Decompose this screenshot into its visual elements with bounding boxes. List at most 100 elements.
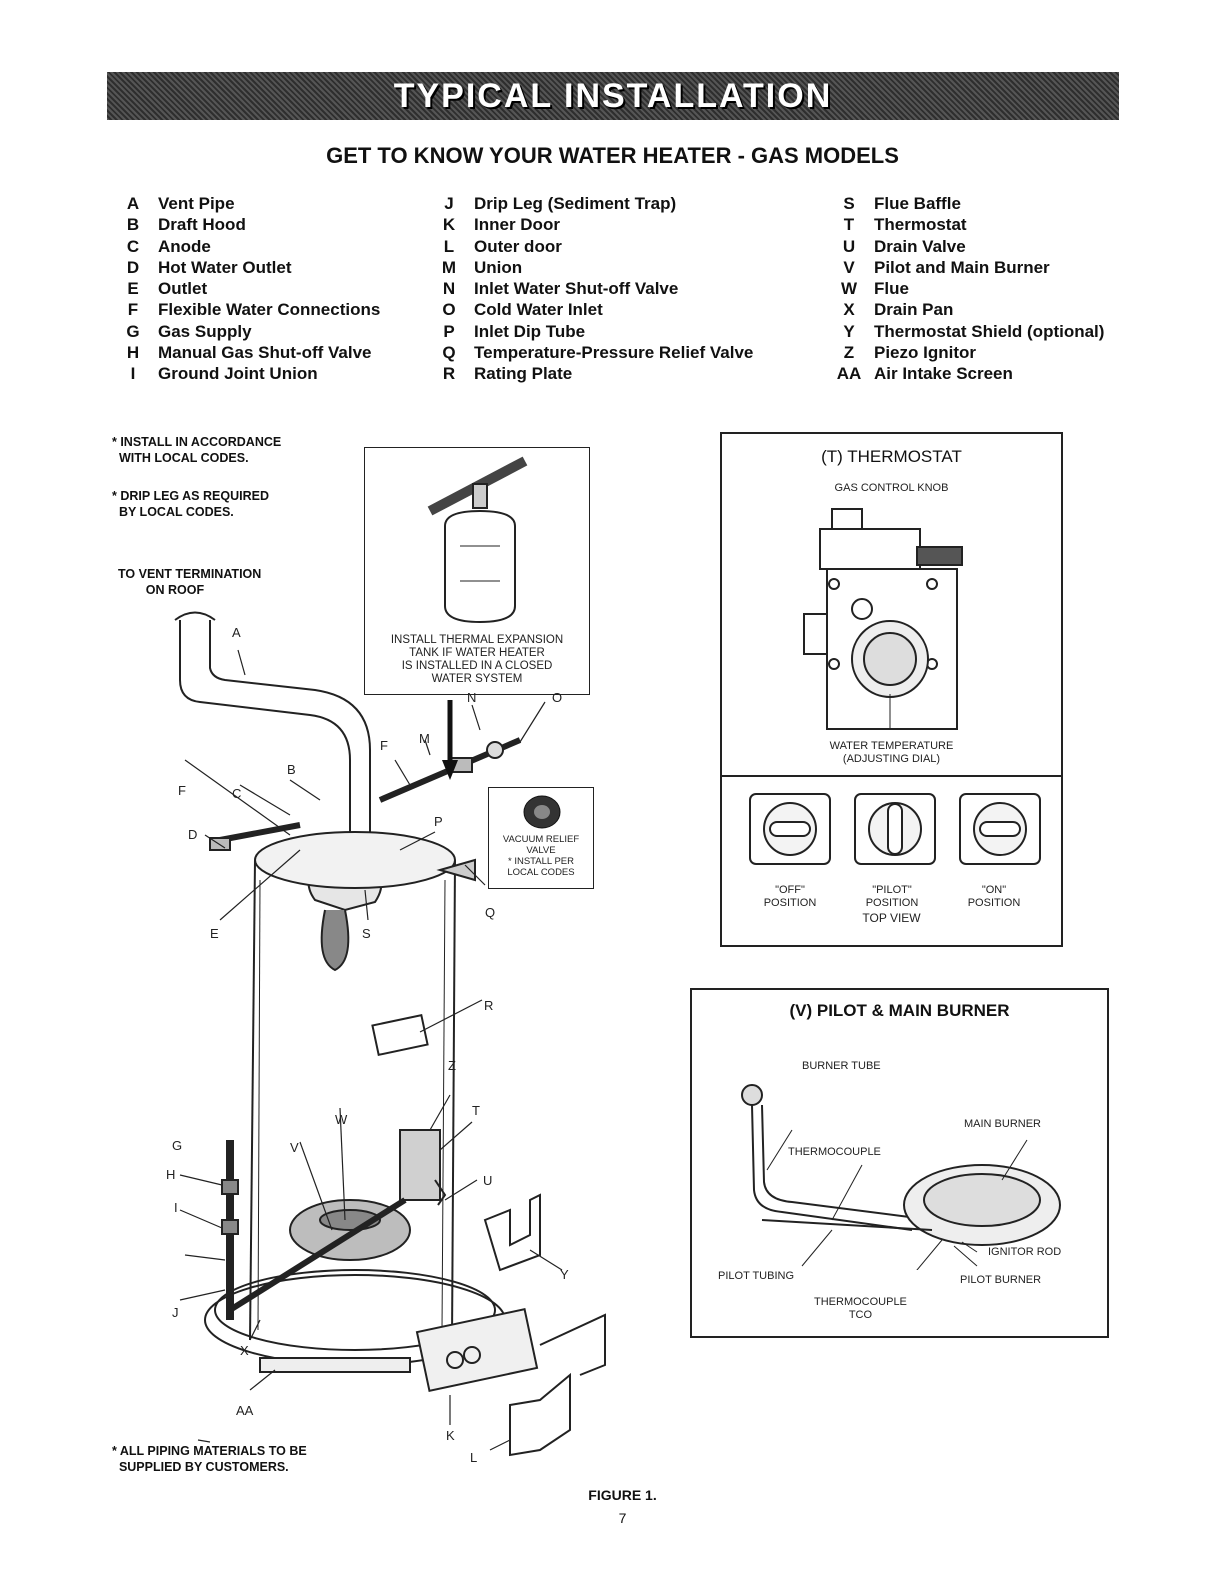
label-f-left: F	[178, 783, 186, 798]
legend-label: Temperature-Pressure Relief Valve	[474, 343, 754, 363]
legend-label: Vent Pipe	[158, 194, 235, 213]
legend-label: Manual Gas Shut-off Valve	[158, 343, 372, 363]
legend-label: Inlet Water Shut-off Valve	[474, 279, 679, 299]
legend-item: E Outlet	[120, 278, 380, 299]
legend-key: G	[126, 321, 140, 341]
legend-key: W	[840, 279, 858, 299]
label-k: K	[446, 1428, 455, 1443]
legend-key: F	[127, 300, 139, 320]
legend-key: T	[843, 215, 855, 235]
legend-item: M Union	[436, 257, 753, 278]
burner-tube-label: BURNER TUBE	[802, 1060, 881, 1072]
pilot-burner-title: (V) PILOT & MAIN BURNER	[789, 1001, 1010, 1020]
label-q: Q	[485, 905, 496, 920]
thermocouple-label: THERMOCOUPLE	[788, 1146, 881, 1158]
label-g: G	[172, 1138, 183, 1153]
legend-label: Flexible Water Connections	[158, 300, 381, 320]
label-d: D	[188, 827, 198, 842]
legend-label: Anode	[158, 236, 211, 256]
figure-caption: FIGURE 1.	[588, 1487, 657, 1503]
legend-key: L	[443, 236, 455, 256]
legend-label: Drip Leg (Sediment Trap)	[474, 194, 677, 213]
label-i: I	[174, 1200, 178, 1215]
label-x: X	[240, 1343, 249, 1358]
vent-termination-note: TO VENT TERMINATION ON ROOF	[118, 567, 262, 597]
legend-key: V	[843, 257, 855, 277]
expansion-tank-icon	[427, 456, 528, 624]
drip-leg-note: * DRIP LEG AS REQUIRED BY LOCAL CODES.	[112, 489, 269, 519]
pilot-position-label: "PILOT" POSITION	[865, 884, 919, 909]
legend-key: P	[443, 321, 455, 341]
top-view-label: TOP VIEW	[862, 911, 921, 925]
legend-key: C	[126, 236, 140, 256]
legend-item: C Anode	[120, 236, 380, 257]
legend-key: O	[442, 300, 456, 320]
label-r: R	[484, 998, 494, 1013]
legend-label: Union	[474, 257, 523, 277]
expansion-tank-caption: INSTALL THERMAL EXPANSION TANK IF WATER …	[390, 634, 564, 685]
main-burner-label: MAIN BURNER	[964, 1118, 1042, 1130]
label-a: A	[232, 625, 241, 640]
legend-label: Thermostat Shield (optional)	[874, 321, 1105, 341]
label-c: C	[232, 786, 242, 801]
vacuum-relief-valve-box: VACUUM RELIEF VALVE * INSTALL PER LOCAL …	[488, 787, 594, 889]
legend-key: H	[126, 343, 140, 363]
label-u: U	[483, 1173, 493, 1188]
legend-key: E	[127, 279, 139, 299]
pilot-tubing-label: PILOT TUBING	[718, 1270, 795, 1282]
legend-item: J Drip Leg (Sediment Trap)	[436, 193, 753, 214]
ignitor-rod-label: IGNITOR ROD	[988, 1246, 1062, 1258]
legend-key: N	[442, 279, 456, 299]
label-s: S	[362, 926, 371, 941]
top-view-knobs	[749, 793, 1041, 865]
legend-label: Air Intake Screen	[874, 364, 1013, 384]
water-temperature-label: WATER TEMPERATURE (ADJUSTING DIAL)	[829, 740, 954, 765]
legend-label: Rating Plate	[474, 364, 573, 384]
legend-key: X	[843, 300, 855, 320]
legend-key: U	[842, 236, 856, 256]
label-e: E	[210, 926, 219, 941]
legend-item: N Inlet Water Shut-off Valve	[436, 278, 753, 299]
legend-item: R Rating Plate	[436, 363, 753, 384]
pilot-burner-box: (V) PILOT & MAIN BURNER BURNER TUBE MAIN…	[690, 988, 1109, 1338]
legend-label: Gas Supply	[158, 321, 252, 341]
label-y: Y	[560, 1267, 569, 1282]
thermocouple-tco-label: THERMOCOUPLE TCO	[814, 1296, 907, 1321]
legend-key: Q	[442, 343, 456, 363]
legend-key: I	[130, 364, 136, 384]
label-p: P	[434, 814, 443, 829]
label-t: T	[472, 1103, 480, 1118]
thermostat-box: (T) THERMOSTAT GAS CONTROL KNOB WATER TE…	[720, 432, 1063, 947]
legend-item: A Vent Pipe	[120, 193, 380, 214]
legend-key: R	[442, 364, 456, 384]
legend-key: D	[126, 257, 140, 277]
label-b: B	[287, 762, 296, 777]
legend-key: M	[441, 257, 457, 277]
legend-key: K	[442, 215, 456, 235]
label-n: N	[467, 690, 477, 705]
pilot-burner-label: PILOT BURNER	[960, 1274, 1042, 1286]
legend-label: Flue Baffle	[874, 194, 961, 213]
page-number: 7	[618, 1510, 627, 1526]
label-o: O	[552, 690, 563, 705]
legend-key: S	[843, 194, 855, 213]
legend-label: Outlet	[158, 279, 208, 299]
legend-item: F Flexible Water Connections	[120, 299, 381, 320]
install-codes-note: * INSTALL IN ACCORDANCE WITH LOCAL CODES…	[112, 435, 282, 465]
label-aa: AA	[236, 1403, 254, 1418]
legend-key: A	[126, 194, 140, 213]
legend-key: J	[444, 194, 454, 213]
label-m: M	[419, 731, 430, 746]
legend-key: Z	[843, 343, 855, 363]
banner-title: TYPICAL INSTALLATION	[393, 76, 833, 115]
legend-label: Hot Water Outlet	[158, 257, 292, 277]
